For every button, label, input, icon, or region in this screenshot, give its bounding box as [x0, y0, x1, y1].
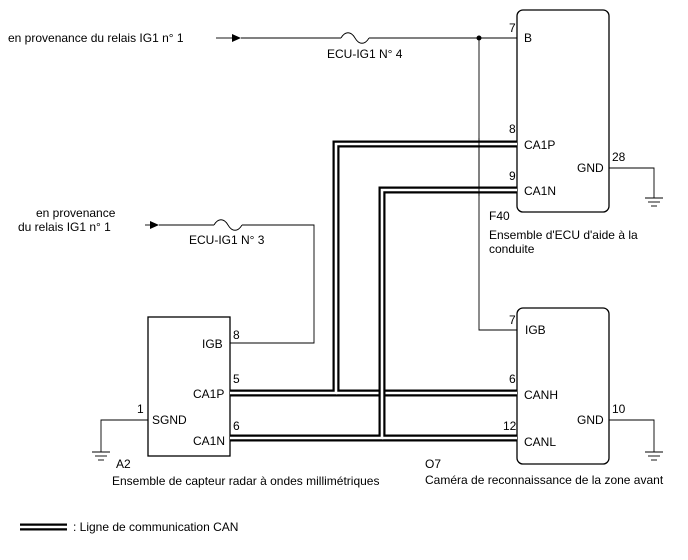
a2-name: Ensemble de capteur radar à ondes millim… — [112, 474, 379, 488]
f40-pin-gnd-num: 28 — [612, 150, 626, 164]
o7-pin-canh-label: CANH — [524, 388, 558, 402]
o7-code: O7 — [425, 457, 441, 471]
a2-ground-icon — [92, 451, 110, 461]
f40-pin-b-label: B — [524, 31, 532, 45]
f40-code: F40 — [489, 209, 510, 223]
o7-pin-gnd-num: 10 — [612, 402, 626, 416]
o7-gnd-wire — [609, 419, 655, 452]
fuse2-icon — [213, 219, 243, 231]
a2-box — [147, 316, 231, 457]
f40-name-line1: Ensemble d'ECU d'aide à la — [489, 228, 638, 242]
wire-fuse2-to-a2-igb — [230, 224, 315, 344]
f40-pin-ca1p-label: CA1P — [524, 138, 555, 152]
f40-pin-gnd-label: GND — [577, 161, 604, 175]
fuse2-label: ECU-IG1 N° 3 — [189, 233, 265, 247]
o7-pin-canl-label: CANL — [524, 435, 556, 449]
f40-ground-icon — [645, 197, 663, 207]
f40-pin-ca1n-num: 9 — [509, 169, 516, 183]
o7-pin-canh-num: 6 — [509, 372, 516, 386]
o7-box — [516, 307, 610, 465]
a2-pin-igb-label: IGB — [202, 337, 223, 351]
a2-pin-sgnd-num: 1 — [137, 402, 144, 416]
o7-ground-icon — [645, 451, 663, 461]
o7-pin-gnd-label: GND — [577, 413, 604, 427]
f40-pin-ca1p-num: 8 — [509, 122, 516, 136]
top-source-label: en provenance du relais IG1 n° 1 — [8, 31, 184, 45]
f40-pin-b-num: 7 — [509, 21, 516, 35]
top-feed-arrow-icon — [232, 34, 241, 42]
f40-pin-ca1n-label: CA1N — [524, 184, 556, 198]
left-source-label-line1: en provenance — [36, 206, 116, 220]
a2-pin-ca1p-label: CA1P — [193, 387, 224, 401]
a2-pin-igb-num: 8 — [233, 328, 240, 342]
a2-pin-ca1n-num: 6 — [233, 419, 240, 433]
fuse1-label: ECU-IG1 N° 4 — [327, 47, 403, 61]
f40-box — [516, 9, 610, 213]
a2-pin-ca1n-label: CA1N — [193, 434, 225, 448]
f40-gnd-wire — [609, 167, 655, 198]
a2-code: A2 — [116, 457, 131, 471]
legend-text: : Ligne de communication CAN — [73, 520, 238, 534]
fuse1-icon — [340, 32, 370, 44]
a2-pin-ca1p-num: 5 — [233, 372, 240, 386]
left-source-label-line2: du relais IG1 n° 1 — [18, 220, 111, 234]
a2-pin-sgnd-label: SGND — [152, 413, 187, 427]
wire-junction-to-o7-igb — [478, 38, 517, 331]
o7-pin-igb-label: IGB — [525, 323, 546, 337]
left-feed-arrow-icon — [150, 221, 159, 229]
a2-sgnd-wire — [100, 419, 148, 452]
o7-pin-canl-num: 12 — [503, 419, 517, 433]
o7-pin-igb-num: 7 — [509, 313, 516, 327]
can-line-ca1n — [230, 186, 517, 442]
can-line-ca1p — [230, 140, 517, 397]
f40-name-line2: conduite — [489, 242, 535, 256]
o7-name: Caméra de reconnaissance de la zone avan… — [425, 473, 664, 487]
